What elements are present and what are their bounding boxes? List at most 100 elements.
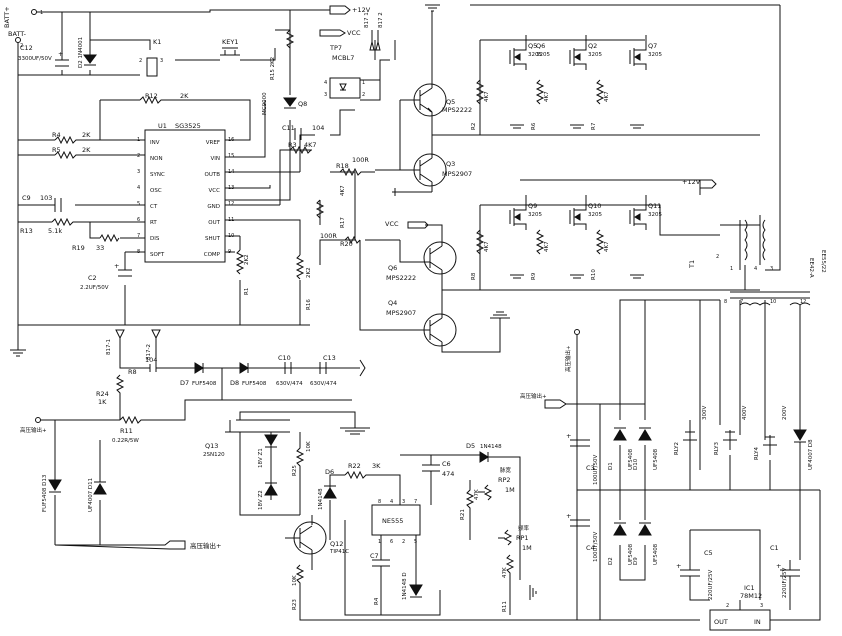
svg-text:EE55/22: EE55/22 [820, 250, 826, 273]
mosfet-name: Q10 [588, 202, 601, 210]
svg-text:RP2: RP2 [498, 476, 511, 484]
r23-resistor: R23 10K [292, 564, 700, 621]
hv-out-top-right[interactable]: 高压输出+ [564, 329, 580, 621]
svg-text:2: 2 [716, 254, 719, 260]
mosfet-name: Q5 [528, 42, 537, 50]
r12-resistor: R12 2K [139, 92, 190, 105]
svg-text:+: + [58, 50, 63, 58]
d13-diode: FUF5408 D13 [42, 420, 62, 545]
q6-driver: Q6 MPS2222 [386, 241, 457, 282]
q3-driver: Q3 MPS2907 [413, 153, 472, 187]
svg-text:3: 3 [324, 92, 327, 98]
svg-text:4: 4 [754, 266, 757, 272]
battery-input: BATT+ BATT- 1 2 [3, 6, 43, 49]
c3-capacitor: + 100UF/50V C3 [566, 432, 599, 485]
connector-817-top: 817 1 817 2 [364, 12, 384, 51]
rp2-potentiometer[interactable]: 脉宽 RP2 1M [478, 466, 515, 501]
svg-text:8: 8 [724, 299, 727, 305]
key1-button[interactable]: KEY1 [220, 38, 240, 56]
svg-text:4K7: 4K7 [304, 141, 317, 149]
mosfet-part: 3205 [536, 52, 550, 58]
resistor-value: 4K7 [484, 91, 490, 102]
svg-text:18V Z1: 18V Z1 [258, 448, 264, 468]
svg-text:R4: R4 [52, 131, 61, 139]
plus12v-top-label: +12V [329, 5, 371, 15]
u1-pin-label: SYNC [150, 172, 165, 178]
c9-capacitor: C9 103 [22, 194, 62, 212]
svg-text:1M: 1M [522, 544, 532, 552]
u1-pin-number: 5 [137, 201, 140, 207]
r15-resistor: R15 2K2 [270, 29, 295, 80]
svg-text:D2 1N4001: D2 1N4001 [78, 37, 84, 68]
u1-sg3525: U1 SG3525 INV1NON2SYNC3OSC4CT5RT6DIS7SOF… [137, 122, 234, 263]
c4-capacitor: + 100UF/50V C4 [566, 512, 599, 562]
svg-text:SG3525: SG3525 [175, 122, 201, 130]
svg-text:2: 2 [362, 92, 365, 98]
svg-text:高压输出+: 高压输出+ [520, 392, 547, 400]
svg-text:3: 3 [770, 266, 773, 272]
svg-text:C6: C6 [442, 460, 451, 468]
c11-capacitor: C11 104 [282, 124, 324, 140]
diode-name: D9 [633, 557, 639, 565]
svg-text:D8: D8 [230, 379, 239, 387]
svg-text:高压输出+: 高压输出+ [564, 345, 572, 372]
q5-driver: Q5 MPS2222 [413, 83, 472, 117]
svg-text:220UF/25V: 220UF/25V [708, 569, 714, 600]
svg-text:220UF/25V: 220UF/25V [782, 567, 788, 598]
mosfet-name: Q6 [536, 42, 545, 50]
svg-text:1: 1 [730, 266, 733, 272]
resistor-value: 4K7 [544, 241, 550, 252]
mosfet-name: Q11 [648, 202, 661, 210]
u1-pin-label: INV [150, 140, 160, 146]
svg-text:+12V: +12V [352, 6, 371, 14]
u1-pin-label: COMP [204, 252, 221, 258]
svg-text:2K: 2K [180, 92, 189, 100]
svg-text:R11: R11 [120, 427, 133, 435]
k1-switch[interactable]: K1 3 2 [139, 38, 163, 77]
resistor-name: R8 [471, 272, 477, 280]
rp1-potentiometer[interactable]: 频率 RP1 1M [498, 524, 532, 552]
mosfet-name: Q9 [528, 202, 537, 210]
svg-text:Q6: Q6 [388, 264, 397, 272]
svg-text:5.1k: 5.1k [48, 227, 62, 235]
svg-text:C4: C4 [586, 544, 595, 552]
svg-text:C12: C12 [20, 44, 33, 52]
d4b-diode: 1N4148 D [402, 535, 423, 600]
svg-text:630V/474: 630V/474 [276, 381, 303, 387]
svg-text:1: 1 [40, 10, 43, 16]
u1-pin-label: OUTB [205, 172, 221, 178]
svg-text:18V Z2: 18V Z2 [258, 490, 264, 510]
svg-text:+: + [566, 432, 571, 440]
u1-pin-number: 12 [228, 201, 234, 207]
relay-rly3[interactable]: RLY3 400V [714, 406, 748, 455]
svg-text:R18: R18 [336, 162, 349, 170]
svg-text:FUF5408 D13: FUF5408 D13 [42, 474, 48, 512]
hv-out-mid[interactable]: 高压输出+ [520, 392, 600, 409]
r19-resistor: R19 33 [72, 233, 120, 252]
svg-text:D7: D7 [180, 379, 189, 387]
svg-text:UF4007 D8: UF4007 D8 [808, 439, 814, 470]
svg-text:2K: 2K [82, 131, 91, 139]
r25-resistor: R25 10K [292, 432, 312, 515]
hv-output-bottom[interactable]: 高压输出+ [54, 540, 221, 550]
svg-text:1K: 1K [98, 398, 107, 406]
r8b-capacitor: R8 104 [119, 356, 185, 376]
hv-output-left[interactable]: 高压输出+ [20, 417, 47, 435]
u1-pin-label: NON [150, 156, 163, 162]
relay-rly4[interactable]: RLY4 200V [754, 406, 788, 460]
u1-pin-label: VIN [211, 156, 221, 162]
ground-rp [529, 585, 537, 600]
resistor-name: R7 [591, 122, 597, 130]
q4-driver: Q4 MPS2907 [386, 299, 457, 347]
relay-rly2[interactable]: RLY2 300V [674, 406, 708, 455]
svg-text:R17: R17 [340, 217, 346, 228]
svg-text:2: 2 [139, 58, 142, 64]
u1-pin-number: 11 [228, 217, 234, 223]
svg-text:817 1: 817 1 [364, 12, 370, 28]
q8-transistor: Q8 MC9000 [262, 92, 307, 115]
transformer-t1: T1 EE42-A EE55/22 2 1 4 3 8 7 10 12 [688, 5, 826, 306]
